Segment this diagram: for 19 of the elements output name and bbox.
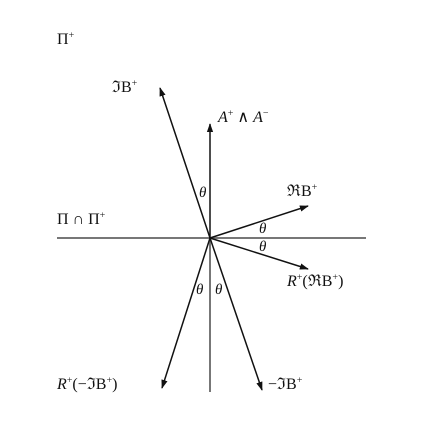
vector-label: ℜB$^{+}$ [287,184,318,200]
vector-label: ℑB$^{+}$ [112,80,138,96]
vector-label: R$^{+}$(ℜB$^{+}$) [287,274,344,290]
vector-arrow [210,237,309,270]
vector-arrow [206,123,214,238]
angle-label: θ [199,186,206,201]
angle-label: θ [215,283,222,298]
vector-label: −ℑB$^{+}$ [268,377,302,393]
vector-arrow [161,238,211,389]
vector-label: A$^{+}$ ∧ A$^{−}$ [218,110,269,126]
angle-label: θ [259,240,266,255]
vector-arrow [210,205,309,239]
vector-arrow [159,87,211,238]
angle-label: θ [259,222,266,237]
vector-arrow [209,238,263,391]
angle-label: θ [196,283,204,298]
line-label: Π ∩ Π$^{+}$ [57,212,106,228]
vector-label: R$^{+}$(−ℑB$^{+}$) [57,377,118,393]
plane-label: Π$^{+}$ [57,32,74,48]
